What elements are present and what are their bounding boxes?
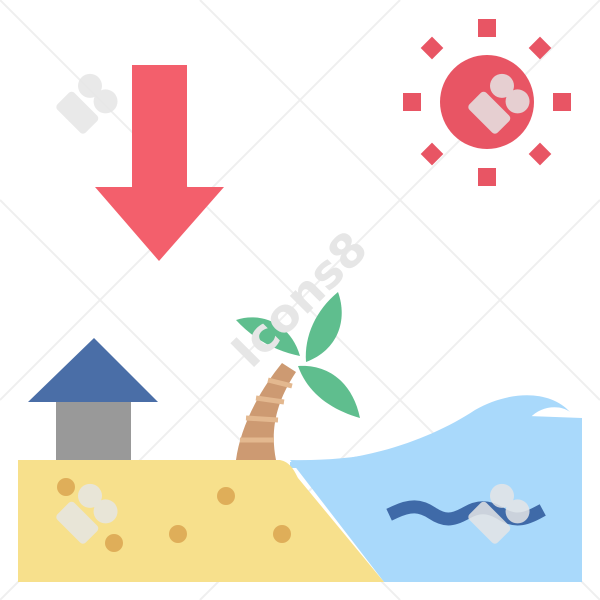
sand-dots <box>57 478 291 552</box>
sun-ray-bottom-left <box>420 142 444 166</box>
house-wall <box>56 402 131 460</box>
palm-leaf-top <box>305 292 342 362</box>
sun-ray-top <box>478 19 496 37</box>
down-arrow-icon <box>95 65 224 261</box>
sand-dot <box>57 478 75 496</box>
sun-ray-right <box>553 93 571 111</box>
house-roof <box>28 338 158 402</box>
palm-trunk <box>236 363 296 460</box>
palm-tree-icon <box>236 292 360 460</box>
sand-dot <box>105 534 123 552</box>
beach-icon <box>18 460 384 582</box>
sun-ray-left <box>403 93 421 111</box>
house-icon <box>28 338 158 460</box>
sun-ray-bottom <box>478 168 496 186</box>
sand-dot <box>217 487 235 505</box>
sun-ray-top-right <box>528 36 552 60</box>
tsunami-wave-icon <box>290 395 582 468</box>
palm-leaf-right <box>298 365 360 418</box>
sand-dot <box>273 525 291 543</box>
palm-trunk-stripes <box>240 377 293 443</box>
sun-ray-top-left <box>420 36 444 60</box>
sand-dot <box>169 525 187 543</box>
watermark-logo <box>56 73 530 544</box>
sun-ray-bottom-right <box>528 142 552 166</box>
palm-leaf-left <box>236 317 300 356</box>
